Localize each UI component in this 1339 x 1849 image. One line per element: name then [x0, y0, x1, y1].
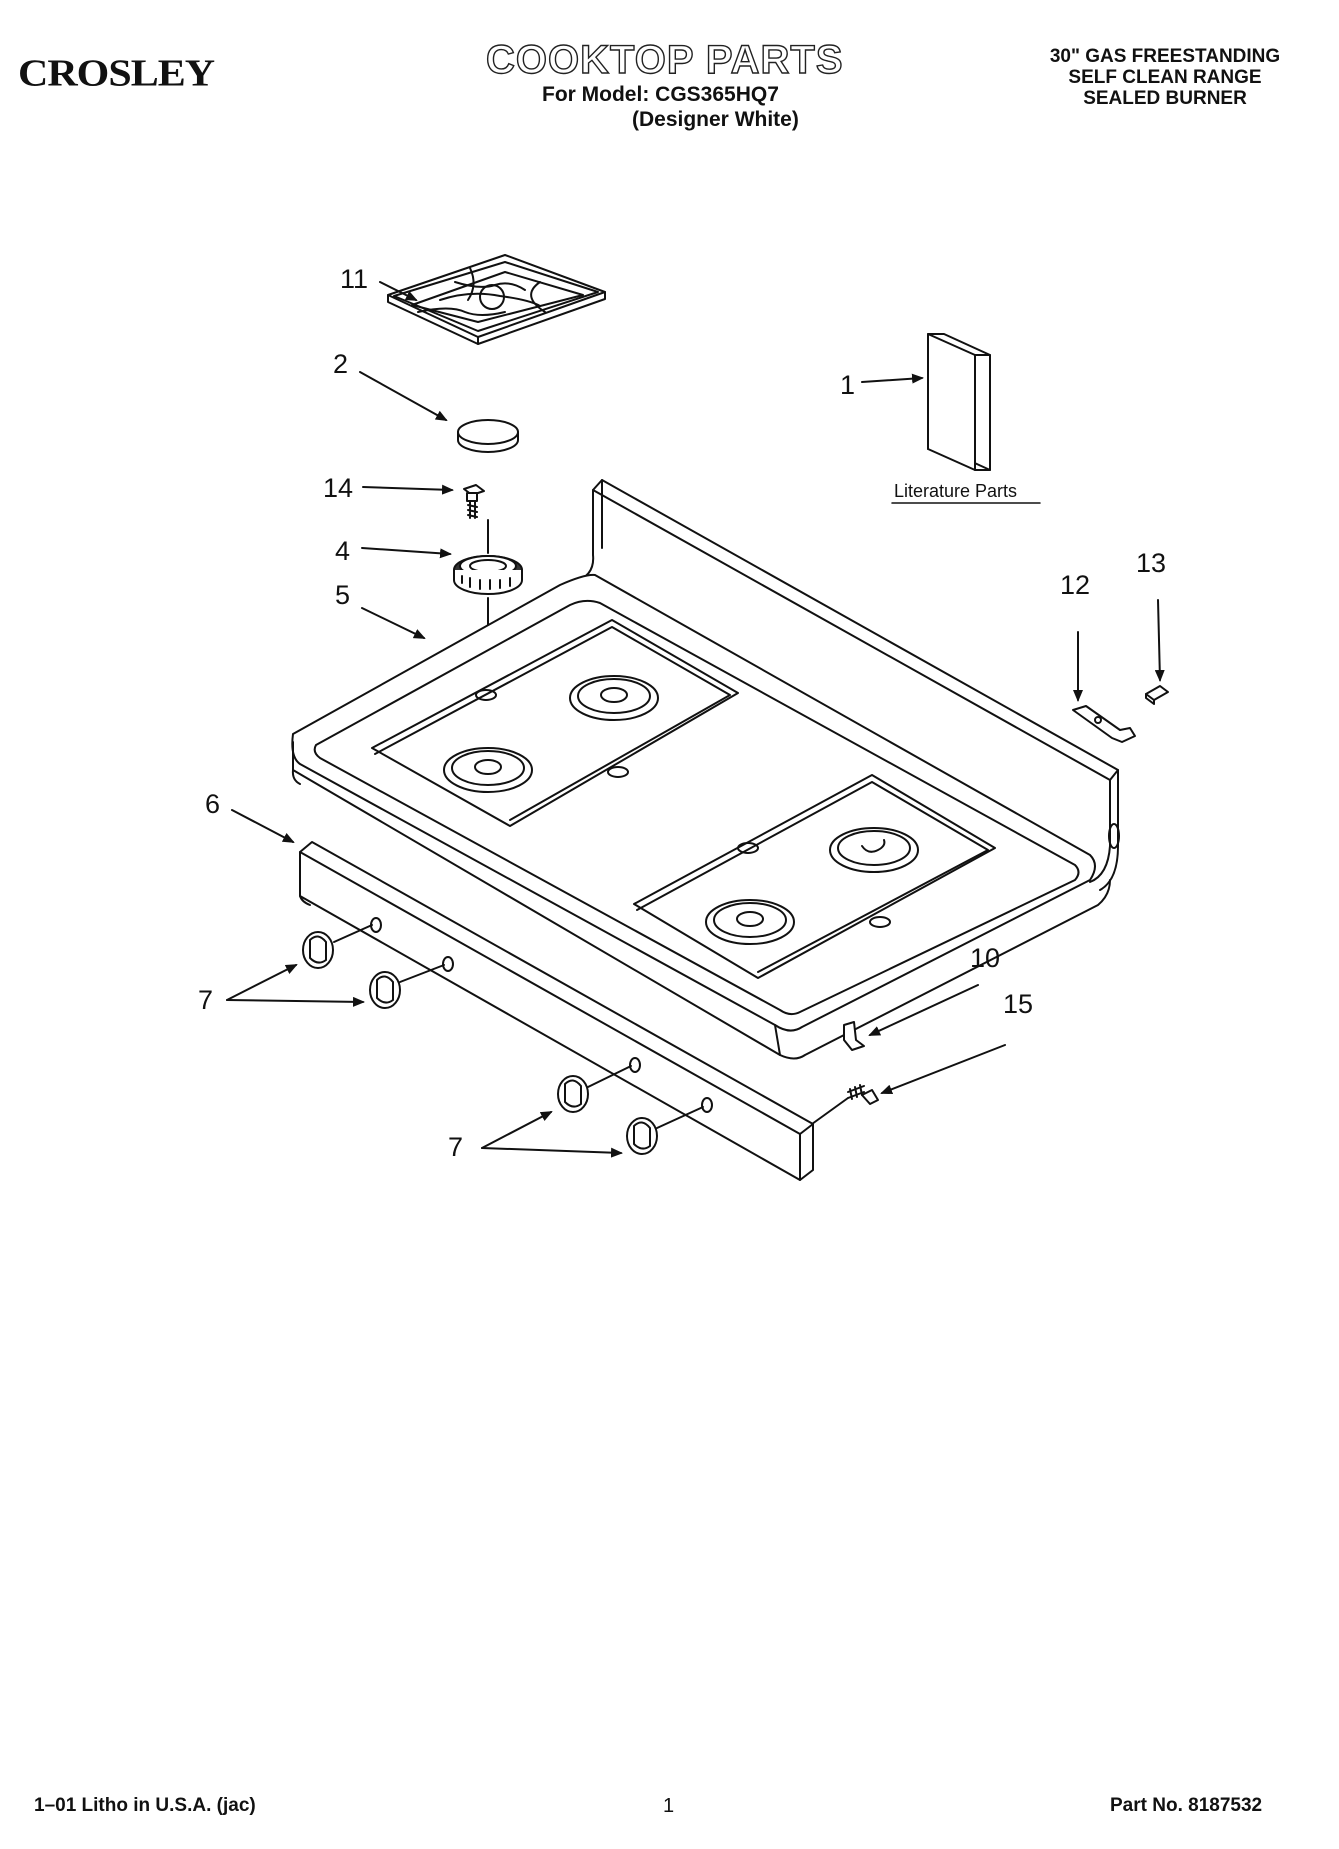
callout-11: 11	[340, 264, 368, 294]
range-desc-line-3: SEALED BURNER	[1083, 88, 1247, 109]
print-info: 1–01 Litho in U.S.A. (jac)	[34, 1795, 256, 1816]
leader-1	[861, 373, 924, 384]
callout-2: 2	[333, 349, 348, 379]
burner-grate	[387, 254, 606, 345]
screw-15	[847, 1084, 879, 1105]
burner-head-left-rear	[569, 675, 659, 721]
literature-parts-label: Literature Parts	[894, 481, 1017, 501]
manifold-panel	[299, 841, 814, 1181]
callout-7a: 7	[198, 985, 213, 1015]
callout-4: 4	[335, 536, 350, 566]
range-desc-line-2: SELF CLEAN RANGE	[1068, 67, 1262, 88]
knob-1	[302, 924, 373, 969]
leader-5	[361, 607, 426, 639]
range-desc-line-1: 30" GAS FREESTANDING	[1049, 46, 1281, 67]
literature-booklet	[927, 333, 991, 471]
callout-15: 15	[1003, 989, 1033, 1019]
callout-5: 5	[335, 580, 350, 610]
callout-6: 6	[205, 789, 220, 819]
callout-12: 12	[1060, 570, 1090, 600]
leader-7d	[481, 1147, 623, 1158]
leader-4	[361, 547, 452, 559]
callout-1: 1	[840, 370, 855, 400]
knob-2	[369, 964, 445, 1009]
leader-7c	[481, 1111, 553, 1149]
leader-10	[868, 984, 979, 1036]
title-block: COOKTOP PARTS For Model: CGS365HQ7 (Desi…	[440, 37, 920, 132]
knob-3	[557, 1065, 632, 1113]
leader-14	[362, 484, 454, 495]
leader-6	[231, 809, 295, 843]
callout-7b: 7	[448, 1132, 463, 1162]
page-number: 1	[663, 1795, 675, 1817]
burner-head-left-front	[443, 747, 533, 793]
knob-4	[626, 1106, 704, 1155]
burner-head-right-rear	[829, 827, 919, 873]
spark-electrode	[1145, 685, 1169, 705]
leader-7a	[226, 964, 298, 1001]
leader-11	[379, 281, 418, 301]
burner-head-right-front	[705, 899, 795, 945]
page-title: COOKTOP PARTS	[485, 37, 844, 82]
variant-line: (Designer White)	[632, 108, 799, 131]
clip	[843, 1021, 865, 1051]
cooktop	[291, 479, 1120, 1060]
burner-cap	[457, 419, 519, 453]
brand-logo: CROSLEY	[18, 53, 215, 95]
callout-14: 14	[323, 473, 353, 503]
leader-2	[359, 371, 448, 421]
screw	[463, 484, 485, 519]
model-line: For Model: CGS365HQ7	[542, 83, 779, 106]
callout-13: 13	[1136, 548, 1166, 578]
leader-15	[880, 1044, 1006, 1095]
bracket	[1072, 705, 1136, 743]
leader-7b	[226, 996, 365, 1007]
burner-base	[453, 555, 523, 595]
leader-13	[1154, 599, 1165, 682]
range-description: 30" GAS FREESTANDING SELF CLEAN RANGE SE…	[1000, 46, 1330, 109]
callout-10: 10	[970, 943, 1000, 973]
part-number: Part No. 8187532	[1110, 1795, 1263, 1816]
